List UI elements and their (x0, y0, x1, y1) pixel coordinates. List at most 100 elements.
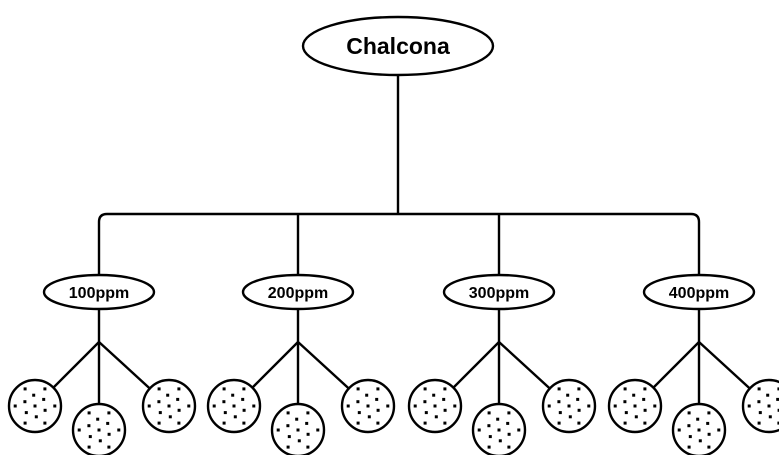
branch-bar (97, 212, 701, 275)
leaf-dot (707, 445, 711, 449)
leaf-dot (432, 393, 436, 397)
branch-label: 300ppm (469, 285, 529, 302)
leaf-dot (223, 411, 227, 415)
leaf-circle (7, 378, 63, 434)
branch-nodes: 100ppm 200ppm 300ppm 400ppm (42, 273, 756, 311)
leaf-connector (297, 341, 350, 390)
leaf-dot (88, 435, 92, 439)
leaf-dot (488, 435, 492, 439)
leaf-dot (577, 408, 581, 412)
leaf-dot (98, 439, 102, 443)
leaf-dot (107, 411, 111, 415)
leaf-dot (306, 445, 310, 449)
leaf-dot (717, 428, 721, 432)
branch-node: 300ppm (442, 273, 556, 311)
leaf-dot (453, 404, 457, 408)
leaf-dot (166, 393, 170, 397)
leaf-dot (177, 408, 181, 412)
leaf-dot (507, 432, 511, 436)
leaf-circle (407, 378, 463, 434)
branch-label: 400ppm (669, 285, 729, 302)
leaf-dot (547, 404, 551, 408)
leaf-dot (777, 387, 779, 391)
leaf-dot (434, 415, 438, 419)
leaf-outline (741, 378, 779, 434)
leaf-dot (177, 387, 181, 391)
leaf-dot (776, 397, 779, 401)
leaf-dot (623, 387, 627, 391)
leaf-dot (32, 393, 36, 397)
leaf-dot (107, 445, 111, 449)
leaf-dot (157, 387, 161, 391)
leaf-dot (367, 415, 371, 419)
leaf-dot (707, 411, 711, 415)
leaf-dot (557, 387, 561, 391)
leaf-dot (346, 404, 350, 408)
leaf-dot (433, 404, 437, 408)
leaf-dot (296, 428, 300, 432)
leaf-dot (707, 432, 711, 436)
leaf-dot (87, 424, 91, 428)
leaf-dot (158, 411, 162, 415)
leaf-dot (242, 387, 246, 391)
leaf-circle (206, 378, 262, 434)
leaf-dot (43, 387, 47, 391)
leaf-dot (557, 421, 561, 425)
leaf-dot (747, 404, 751, 408)
leaf-dot (176, 397, 180, 401)
leaf-dot (424, 411, 428, 415)
leaf-dot (233, 415, 237, 419)
leaf-dot (356, 387, 360, 391)
leaf-circle (270, 402, 326, 455)
leaf-dot (366, 404, 370, 408)
leaf-dot (777, 408, 779, 412)
leaf-dot (568, 415, 572, 419)
leaf-dot (477, 428, 481, 432)
leaf-dot (23, 421, 27, 425)
leaf-dot (77, 428, 81, 432)
leaf-dot (632, 393, 636, 397)
leaf-dot (356, 421, 360, 425)
leaf-dot (53, 404, 57, 408)
leaf-dot (24, 411, 28, 415)
leaf-dot (305, 421, 309, 425)
leaf-circle (340, 378, 396, 434)
leaf-dot (33, 404, 37, 408)
leaf-dot (567, 404, 571, 408)
leaf-dot (758, 411, 762, 415)
branch-ellipse (241, 273, 355, 311)
leaf-dot (766, 393, 770, 397)
leaf-dot (167, 404, 171, 408)
branch-label: 200ppm (268, 285, 328, 302)
leaf-dot (566, 393, 570, 397)
leaf-dot (706, 421, 710, 425)
leaf-dot (43, 408, 47, 412)
leaf-dot (286, 424, 290, 428)
leaf-dot (587, 404, 591, 408)
leaf-dot (375, 397, 379, 401)
leaf-dot (34, 415, 38, 419)
leaf-dot (643, 408, 647, 412)
leaf-circle (541, 378, 597, 434)
leaf-dot (423, 421, 427, 425)
leaf-dot (696, 417, 700, 421)
leaf-dot (222, 400, 226, 404)
leaf-dot (222, 387, 226, 391)
leaf-dot (177, 421, 181, 425)
leaf-dot (376, 421, 380, 425)
branch-node: 200ppm (241, 273, 355, 311)
leaf-dot (212, 404, 216, 408)
leaf-circle (141, 378, 197, 434)
leaf-dot (443, 421, 447, 425)
leaf-dot (13, 404, 17, 408)
branch-label: 100ppm (69, 285, 129, 302)
leaf-dot (231, 393, 235, 397)
leaf-dot (642, 397, 646, 401)
leaf-dot (623, 400, 627, 404)
leaf-dot (767, 404, 771, 408)
leaf-dot (698, 439, 702, 443)
leaf-dot (487, 411, 491, 415)
leaf-dot (356, 400, 360, 404)
leaf-dot (487, 424, 491, 428)
